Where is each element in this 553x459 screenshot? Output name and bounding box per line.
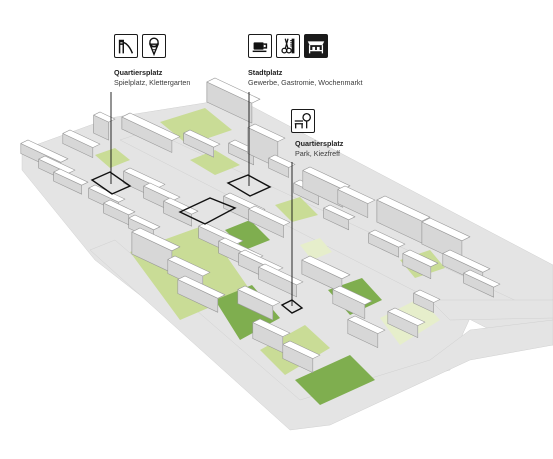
building-roof <box>183 129 221 148</box>
coffee-cup-icon <box>248 34 272 58</box>
plaza-marker-quartiersplatz-south <box>280 299 304 314</box>
building-roof <box>88 184 126 203</box>
building-roof <box>413 289 441 303</box>
building-roof <box>323 204 356 221</box>
ice-cream-icon <box>142 34 166 58</box>
callout-subtitle: Spielplatz, Klettergarten <box>114 77 191 87</box>
scissors-comb-icon <box>276 34 300 58</box>
building-roof <box>252 318 291 337</box>
building-roof <box>206 77 261 104</box>
callout-subtitle: Gewerbe, Gastromie, Wochenmarkt <box>248 77 363 87</box>
building-roof <box>128 214 161 231</box>
green-area <box>300 238 332 260</box>
building-roof <box>463 269 501 288</box>
eastern-road <box>429 299 553 321</box>
building-roof <box>282 340 321 359</box>
building-roof <box>332 285 373 305</box>
building-roof <box>93 111 116 123</box>
playground-slide-icon <box>114 34 138 58</box>
callout-subtitle: Park, Kiezfreff <box>295 148 341 158</box>
building-roof <box>131 227 181 252</box>
plaza-markers <box>90 171 304 314</box>
green-area <box>95 148 130 168</box>
building-roof <box>337 185 376 204</box>
callout-title: Quartiersplatz <box>114 68 163 77</box>
building-roof <box>177 275 226 299</box>
building-roof <box>268 154 296 168</box>
building-roof <box>53 168 89 186</box>
building-roof <box>368 229 406 248</box>
building-roof <box>163 197 199 215</box>
building-roof <box>347 315 386 334</box>
green-area <box>190 150 240 175</box>
callout-title: Stadtplatz <box>248 68 283 77</box>
building-roof <box>247 123 286 142</box>
building-roof <box>237 285 281 307</box>
park-bench-tree-icon <box>291 109 315 133</box>
building-roof <box>103 199 136 216</box>
green-area <box>225 220 270 250</box>
market-stall-icon <box>304 34 328 58</box>
callout-quartiersplatz-west: Quartiersplatz Spielplatz, Klettergarten <box>114 68 190 87</box>
green-area <box>275 197 318 222</box>
building-roof <box>421 217 471 242</box>
plaza-marker-stadtplatz <box>226 174 272 197</box>
callout-quartiersplatz-south: Quartiersplatz Park, Kiezfreff <box>295 139 343 158</box>
callout-stadtplatz: Stadtplatz Gewerbe, Gastromie, Wochenmar… <box>248 68 363 87</box>
building-roof <box>376 195 431 222</box>
building-roof <box>301 255 351 280</box>
building-roof <box>62 129 101 148</box>
building-roof <box>121 112 181 141</box>
building-roof <box>248 205 291 226</box>
building-roof <box>20 139 69 163</box>
leader-lines <box>110 92 293 306</box>
callout-title: Quartiersplatz <box>295 139 344 148</box>
building-roof <box>402 249 439 268</box>
building-roof <box>387 307 426 326</box>
green-area <box>295 355 375 405</box>
building-roof <box>442 249 491 273</box>
plaza-marker-quartiersplatz-west <box>90 171 132 195</box>
building-roof <box>167 255 211 277</box>
plaza-marker-center <box>178 197 237 225</box>
